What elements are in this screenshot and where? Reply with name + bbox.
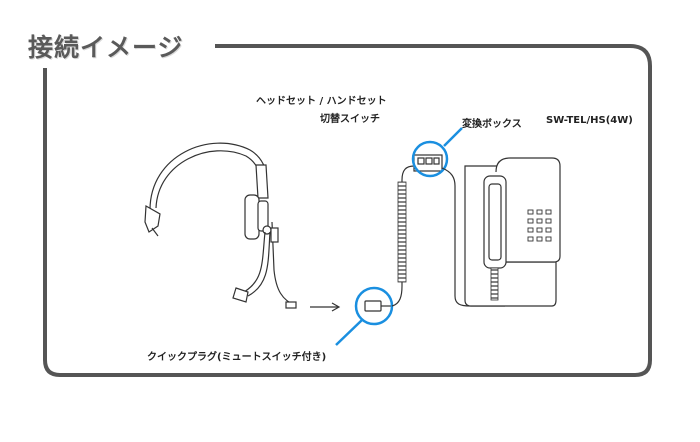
- handset-coil-icon: [490, 267, 499, 301]
- phone-cable: [441, 167, 505, 307]
- label-quick-plug: クイックプラグ(ミュートスイッチ付き): [147, 352, 327, 363]
- converter-box-icon: [413, 154, 443, 172]
- label-headset-handset: ヘッドセット / ハンドセット: [256, 96, 387, 107]
- quick-plug-icon: [364, 300, 392, 312]
- headset-icon: [144, 142, 297, 309]
- telephone-icon: [464, 157, 561, 307]
- label-switch: 切替スイッチ: [320, 114, 380, 125]
- label-model: SW-TEL/HS(4W): [546, 115, 633, 126]
- converter-leader: [443, 127, 463, 147]
- page-title: 接続イメージ: [28, 28, 190, 64]
- converter-highlight: [411, 140, 449, 178]
- arrow-icon: [310, 302, 341, 312]
- coiled-cord-icon: [397, 181, 407, 283]
- label-converter: 変換ボックス: [462, 119, 522, 130]
- frame-border: [43, 44, 652, 377]
- quick-plug-leader: [335, 319, 363, 346]
